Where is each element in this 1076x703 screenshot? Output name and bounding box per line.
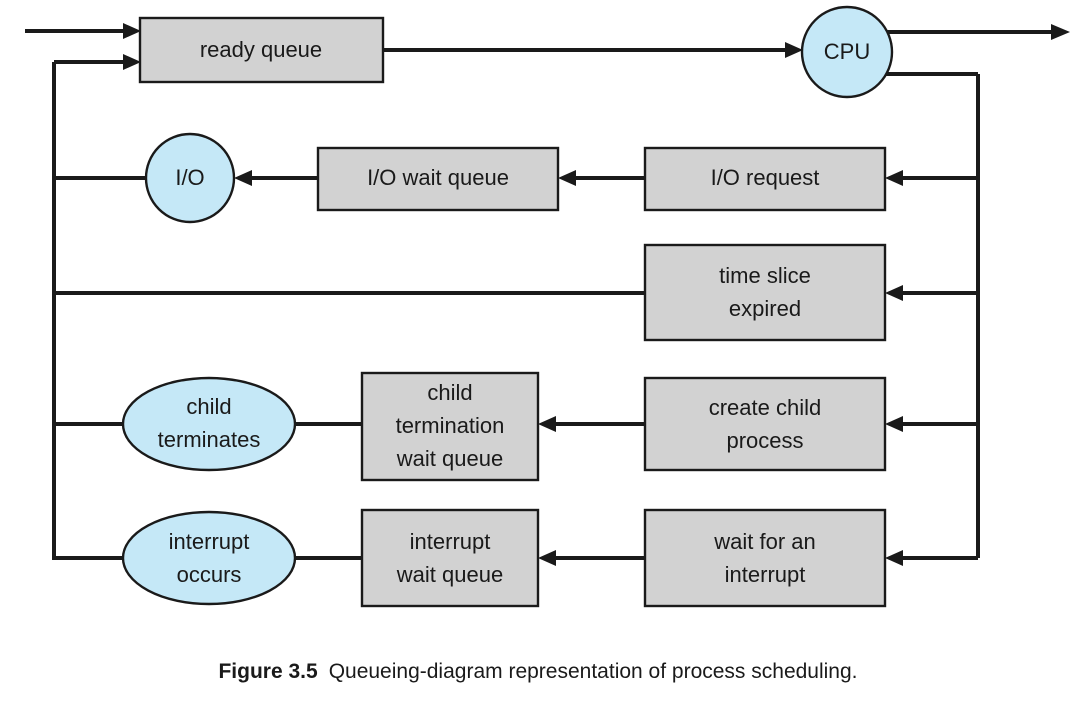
cpu-exit-arrow — [884, 24, 1070, 40]
caption-description: Queueing-diagram representation of proce… — [328, 659, 858, 683]
node-child-terminates-label-line1: child — [186, 394, 231, 419]
node-child-termination-wait-queue-label-line2: termination — [396, 413, 505, 438]
node-child-termination-wait-queue-label-line3: wait queue — [396, 446, 503, 471]
node-child-terminates[interactable]: child terminates — [121, 376, 297, 472]
node-interrupt-wait-queue-label-line1: interrupt — [410, 529, 491, 554]
node-interrupt-occurs-label-line2: occurs — [177, 562, 242, 587]
node-child-termination-wait-queue-label-line1: child — [427, 380, 472, 405]
right-dispatch-bus — [884, 72, 980, 566]
node-create-child-process-label-line2: process — [726, 428, 803, 453]
io-wait-queue-to-io-arrow — [234, 170, 318, 186]
node-interrupt-occurs[interactable]: interrupt occurs — [121, 510, 297, 606]
node-ready-queue[interactable]: ready queue — [138, 16, 385, 84]
node-wait-for-an-interrupt[interactable]: wait for an interrupt — [643, 508, 887, 608]
node-io-request-label: I/O request — [711, 165, 820, 190]
node-time-slice-expired[interactable]: time slice expired — [643, 243, 887, 342]
node-ready-queue-label: ready queue — [200, 37, 322, 62]
wait-interrupt-to-interrupt-wait-queue-arrow — [538, 550, 645, 566]
left-feedback-bus — [52, 54, 645, 560]
node-cpu-label: CPU — [824, 39, 870, 64]
node-interrupt-wait-queue[interactable]: interrupt wait queue — [360, 508, 540, 608]
node-io-wait-queue-label: I/O wait queue — [367, 165, 509, 190]
node-create-child-process-label-line1: create child — [709, 395, 822, 420]
node-time-slice-expired-label-line2: expired — [729, 296, 801, 321]
node-io-label: I/O — [175, 165, 204, 190]
node-io-wait-queue[interactable]: I/O wait queue — [316, 146, 560, 212]
node-child-termination-wait-queue[interactable]: child termination wait queue — [360, 371, 540, 482]
caption-line: Figure 3.5 Queueing-diagram representatio… — [218, 660, 857, 684]
node-io-request[interactable]: I/O request — [643, 146, 887, 212]
node-wait-for-an-interrupt-label-line1: wait for an — [713, 529, 816, 554]
node-cpu[interactable]: CPU — [800, 5, 894, 99]
ready-queue-to-cpu-arrow — [383, 42, 803, 58]
io-request-to-io-wait-queue-arrow — [558, 170, 645, 186]
node-interrupt-occurs-label-line1: interrupt — [169, 529, 250, 554]
caption-figure-number: Figure 3.5 — [218, 659, 318, 683]
figure-caption: Figure 3.5 Queueing-diagram representatio… — [0, 640, 1076, 703]
queueing-diagram: ready queue CPU I/O I/O wait queue I/O r… — [25, 5, 1070, 608]
node-create-child-process[interactable]: create child process — [643, 376, 887, 472]
node-child-terminates-label-line2: terminates — [158, 427, 261, 452]
create-child-to-wait-queue-arrow — [538, 416, 645, 432]
entry-arrow — [25, 23, 141, 39]
node-time-slice-expired-label-line1: time slice — [719, 263, 811, 288]
node-wait-for-an-interrupt-label-line2: interrupt — [725, 562, 806, 587]
node-io[interactable]: I/O — [144, 132, 236, 224]
node-interrupt-wait-queue-label-line2: wait queue — [396, 562, 503, 587]
